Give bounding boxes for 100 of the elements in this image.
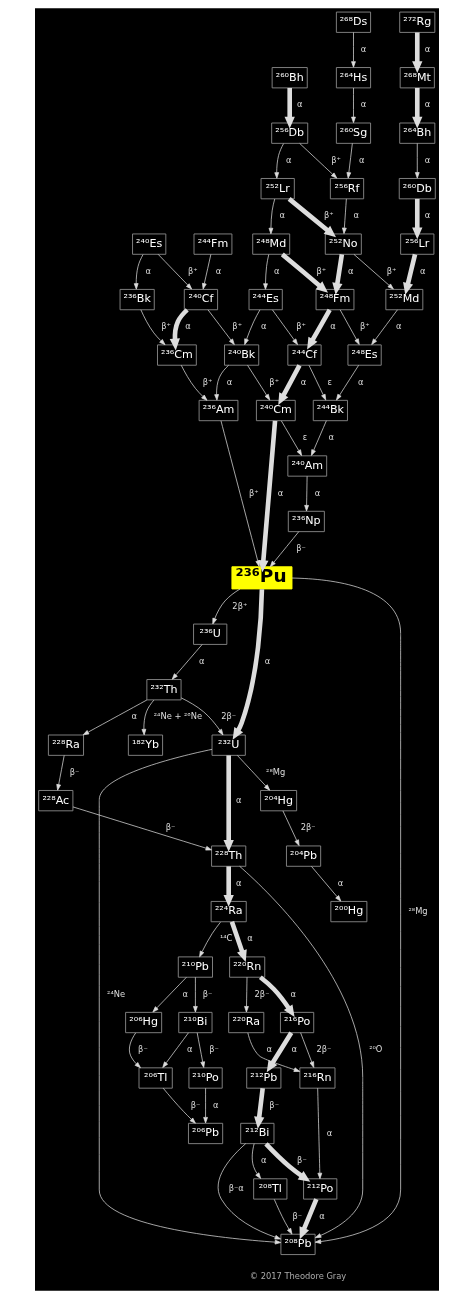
arrow	[129, 1032, 141, 1069]
arrow	[273, 1199, 293, 1235]
edge-label: β⁻	[190, 1099, 201, 1110]
node-box: ²⁴⁴Es	[248, 288, 283, 311]
arrow	[152, 976, 187, 1013]
arrow	[258, 975, 295, 1018]
edge-label: 2β⁻	[254, 988, 270, 999]
edge-label: α	[226, 376, 233, 387]
node-box: ²¹⁰Pb	[177, 956, 213, 978]
edge-label: α	[145, 265, 151, 276]
arrow	[307, 308, 332, 350]
edge-label: α	[236, 794, 242, 805]
edge-label: α	[424, 210, 431, 221]
node-box: ²⁰⁴Pb	[286, 845, 322, 867]
arrow	[244, 309, 261, 345]
edge-label: β⁺	[316, 265, 327, 276]
node-box: ²³⁶Np	[287, 510, 325, 533]
edge-label: 2β⁻	[221, 711, 237, 722]
arrow	[202, 254, 212, 290]
edge-label: α	[290, 988, 297, 999]
arrow	[300, 1032, 315, 1068]
node-box: ²⁵⁶Lr	[400, 233, 435, 255]
edge-label: β⁻α	[228, 1182, 244, 1193]
edge-label: ε	[302, 432, 308, 443]
edge-label: β⁻	[69, 766, 80, 777]
arrow	[291, 577, 401, 1244]
arrow	[258, 420, 278, 573]
arrow	[332, 254, 345, 295]
arrow	[171, 644, 203, 680]
arrow	[193, 976, 198, 1013]
node-box: ²⁴⁸Es	[347, 344, 382, 366]
arrow	[82, 699, 148, 736]
arrow	[412, 87, 423, 129]
arrow	[72, 806, 212, 851]
edge-label: α	[424, 44, 431, 55]
arrow	[214, 364, 229, 401]
edge-label: α	[187, 1044, 193, 1055]
arrow	[223, 866, 234, 907]
arrow	[308, 364, 327, 401]
edge-label: α	[326, 1127, 333, 1138]
edge-label: α	[347, 265, 354, 276]
node-box: ²⁶⁸Mt	[399, 67, 435, 89]
edge-label: ²⁴Ne + ²⁶Ne	[153, 711, 203, 722]
node-box: ²⁶⁰Db	[398, 178, 436, 200]
arrow	[244, 976, 249, 1013]
arrow	[196, 1032, 205, 1068]
edge-label: β⁺	[386, 265, 397, 276]
edge-label: β⁺	[188, 265, 198, 276]
edge-label: β⁻	[297, 1155, 307, 1166]
arrow	[180, 697, 224, 736]
edge-label: 2β⁺	[232, 600, 248, 611]
node-box: ²¹²Po	[303, 1178, 338, 1200]
edge-label: α	[330, 321, 336, 332]
edge-label: β⁻	[296, 543, 306, 554]
node-box: ²⁴⁰Es	[132, 233, 167, 255]
arrow	[199, 921, 221, 958]
arrow	[282, 810, 300, 846]
node-box: ²⁶⁴Bh	[399, 122, 436, 144]
arrow	[268, 198, 276, 235]
node-box: ²¹²Bi	[240, 1122, 275, 1145]
edge-label: ²⁸Mg	[408, 905, 428, 916]
arrow	[247, 364, 271, 401]
arrow	[272, 309, 298, 345]
arrow	[232, 589, 265, 740]
edge-label: α	[199, 656, 205, 667]
node-box: ²³⁶Pu	[231, 566, 293, 590]
edge-label: α	[420, 265, 426, 276]
node-box: ²³²U	[211, 734, 246, 756]
arrow	[412, 198, 423, 240]
node-box: ²²⁸Ac	[38, 790, 74, 812]
node-box: ²³⁶Bk	[119, 288, 155, 311]
arrow	[346, 143, 353, 179]
arrow	[229, 921, 247, 962]
arrow	[207, 309, 235, 345]
arrow	[353, 254, 394, 290]
arrow	[251, 1143, 261, 1179]
arrow	[56, 755, 65, 791]
node-box: ²³⁶Cm	[157, 344, 197, 366]
node-box: ²⁷²Rg	[399, 11, 436, 33]
node-box: ²⁵²Lr	[260, 178, 295, 200]
arrow	[287, 197, 337, 238]
arrow	[162, 1087, 196, 1124]
node-box: ²⁴⁰Cf	[183, 288, 219, 311]
edge-label: α	[182, 988, 188, 999]
edge-label: α	[264, 656, 271, 667]
node-box: ²⁰⁶Pb	[188, 1122, 224, 1145]
node-box: ²⁴⁴Fm	[193, 233, 233, 255]
edge-label: α	[360, 44, 367, 55]
edge-label: α	[131, 711, 138, 722]
node-box: ²²⁸Th	[211, 845, 247, 867]
node-box: ²¹⁶Rn	[299, 1067, 336, 1089]
edge-label: 2β⁻	[316, 1044, 332, 1055]
edge-label: α	[337, 877, 344, 888]
arrow	[247, 1032, 301, 1072]
arrow	[299, 143, 338, 179]
node-box: ²³⁶U	[193, 623, 228, 645]
arrow	[162, 1032, 189, 1068]
node-box: ²⁴⁸Md	[252, 233, 291, 255]
edge-label: α	[261, 1155, 267, 1166]
node-box: ²²⁸Ra	[47, 734, 84, 756]
